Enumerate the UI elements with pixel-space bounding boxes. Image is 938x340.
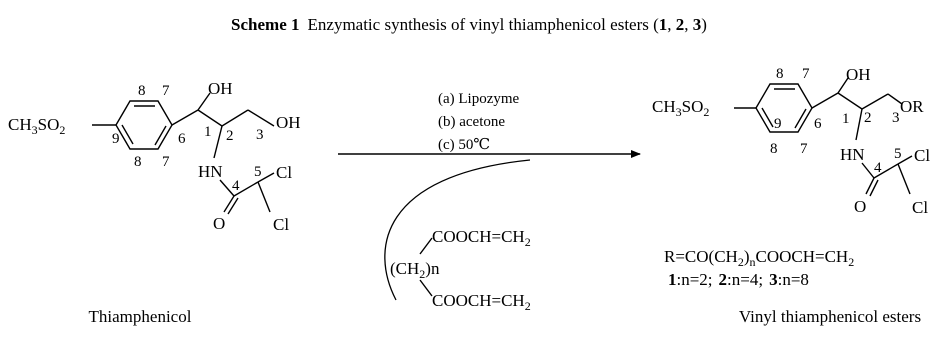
reactant-num-2: 2 [226, 128, 234, 144]
product-cl1: Cl [914, 146, 930, 165]
product-c2-n [855, 108, 863, 141]
reactant-o: O [213, 214, 225, 233]
product-num-9: 9 [774, 116, 782, 132]
product-num-4: 4 [874, 160, 882, 176]
product-compound-list: 1:n=2; 2:n=4; 3:n=8 [668, 270, 809, 289]
reactant-num-4: 4 [232, 178, 240, 194]
caption-sep-2: , [684, 15, 693, 34]
reactant-c3-oh [247, 109, 275, 127]
compound-3-id: 3 [769, 270, 778, 289]
compound-3-n: :n=8 [778, 270, 809, 289]
product-num-8a: 8 [776, 66, 784, 82]
reagent-bond-top [419, 237, 433, 255]
reactant-c4-c5 [233, 181, 259, 197]
product-c4-o [865, 177, 875, 195]
product-c1-c2 [837, 92, 863, 110]
product-o: O [854, 197, 866, 216]
product-num-2: 2 [864, 110, 872, 126]
reactant-c4-o-double [227, 197, 239, 215]
reactant-oh-end: OH [276, 113, 301, 132]
product-num-1: 1 [842, 111, 850, 127]
product-r-definition: R=CO(CH2)nCOOCH=CH2 [664, 247, 854, 269]
product-c1-oh [837, 77, 849, 94]
condition-c: (c) 50℃ [438, 137, 490, 153]
reactant-ring-double-3 [121, 124, 134, 145]
reactant-c1-oh [197, 92, 211, 111]
caption-compound-2: 2 [676, 15, 685, 34]
reactant-c6-c1 [171, 109, 199, 126]
product-benzene-ring [755, 83, 813, 133]
product-structure: CH3SO2 8 7 9 6 8 7 OH 1 2 3 OR HN 4 O 5 … [652, 65, 930, 217]
product-or: OR [900, 97, 924, 116]
caption-text-prefix: Enzymatic synthesis of vinyl thiamphenic… [308, 15, 660, 34]
product-n-c4 [861, 162, 875, 179]
reactant-cl2: Cl [273, 215, 289, 234]
product-ring-double-3 [761, 107, 774, 128]
condition-a: (a) Lipozyme [438, 91, 520, 107]
condition-b: (b) acetone [438, 114, 505, 130]
reactant-benzene-ring [115, 100, 173, 150]
reagent-structure: COOCH=CH2 (CH2)n COOCH=CH2 [390, 227, 531, 313]
product-c4-c5 [873, 163, 899, 179]
reagent-bond-bottom [419, 279, 433, 297]
product-c4-o-double [869, 179, 879, 197]
reactant-n-c4 [219, 179, 235, 197]
product-c5-cl1 [897, 155, 913, 165]
reactant-c5-cl2 [257, 181, 271, 213]
reactant-num-1: 1 [204, 124, 212, 140]
reactant-num-3: 3 [256, 127, 264, 143]
reactant-structure: CH3SO2 8 7 9 6 8 7 OH 1 2 3 OH HN 4 O [8, 79, 301, 234]
reactant-num-8a: 8 [138, 83, 146, 99]
product-c6-c1 [811, 92, 839, 109]
caption-label: Scheme 1 [231, 15, 299, 34]
compound-1-n: :n=2; [677, 270, 713, 289]
product-num-5: 5 [894, 146, 902, 162]
caption-sep-1: , [667, 15, 676, 34]
reactant-name: Thiamphenicol [89, 307, 192, 326]
reactant-cl1: Cl [276, 163, 292, 182]
product-name: Vinyl thiamphenicol esters [739, 307, 921, 326]
reactant-c1-c2 [197, 109, 223, 127]
compound-2-id: 2 [719, 270, 728, 289]
product-c3-or [887, 93, 903, 105]
reactant-c5-cl1 [257, 172, 275, 183]
reagent-bottom: COOCH=CH2 [432, 291, 531, 313]
reactant-substituent: CH3SO2 [8, 115, 65, 137]
compound-2-n: :n=4; [727, 270, 763, 289]
reactant-num-5: 5 [254, 164, 262, 180]
reactant-num-6: 6 [178, 131, 186, 147]
reactant-num-9: 9 [112, 131, 120, 147]
product-num-6: 6 [814, 116, 822, 132]
product-ring-double-2 [794, 108, 807, 129]
compound-1-id: 1 [668, 270, 677, 289]
product-num-7b: 7 [800, 141, 808, 157]
reactant-c2-n [213, 125, 223, 159]
reactant-c4-o [223, 195, 235, 213]
reactant-num-8b: 8 [134, 154, 142, 170]
product-substituent: CH3SO2 [652, 97, 709, 119]
reactant-hn: HN [198, 162, 223, 181]
reactant-c2-c3 [221, 109, 249, 127]
scheme-caption: Scheme 1 Enzymatic synthesis of vinyl thi… [231, 15, 707, 34]
caption-compound-1: 1 [659, 15, 668, 34]
reactant-num-7b: 7 [162, 154, 170, 170]
product-oh-top: OH [846, 65, 871, 84]
reagent-top: COOCH=CH2 [432, 227, 531, 249]
product-c5-cl2 [897, 163, 911, 195]
product-num-3: 3 [892, 110, 900, 126]
reagent-curve [384, 159, 531, 301]
reagent-middle: (CH2)n [390, 259, 440, 281]
caption-text-suffix: ) [701, 15, 707, 34]
product-num-8b: 8 [770, 141, 778, 157]
reactant-ring-double-2 [154, 125, 167, 146]
product-hn: HN [840, 145, 865, 164]
product-num-7a: 7 [802, 66, 810, 82]
product-c2-c3 [861, 93, 889, 110]
product-cl2: Cl [912, 198, 928, 217]
reactant-num-7a: 7 [162, 83, 170, 99]
reactant-oh-top: OH [208, 79, 233, 98]
caption-compound-3: 3 [693, 15, 702, 34]
